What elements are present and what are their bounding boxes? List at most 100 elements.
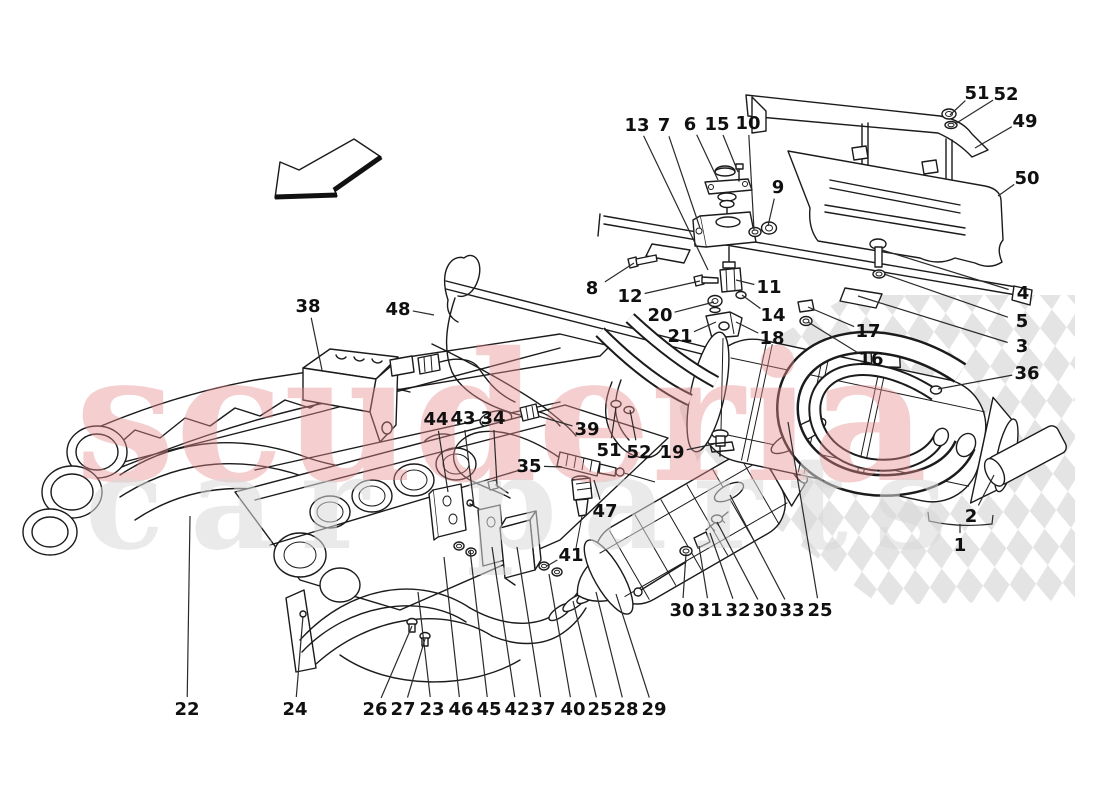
part-label-24: 24 — [282, 699, 307, 720]
part-label-14: 14 — [760, 305, 785, 326]
part-label-40: 40 — [560, 699, 585, 720]
leader-line-26 — [380, 625, 413, 699]
leader-line-51 — [949, 100, 966, 116]
part-label-43: 43 — [450, 408, 475, 429]
leader-line-46 — [443, 556, 460, 698]
leader-line-41 — [546, 559, 558, 567]
leader-line-20 — [674, 301, 715, 313]
part-label-48: 48 — [385, 299, 410, 320]
sensor-34 — [487, 479, 509, 494]
part-label-30: 30 — [669, 600, 694, 621]
part-label-30: 30 — [752, 600, 777, 621]
coil-bracket — [302, 348, 516, 443]
part-label-8: 8 — [586, 278, 599, 299]
part-label-22: 22 — [174, 699, 199, 720]
leader-line-18 — [735, 321, 759, 334]
leader-line-38 — [310, 317, 323, 371]
leader-line-12 — [644, 280, 701, 295]
leader-line-5 — [883, 273, 1008, 318]
part-label-7: 7 — [658, 115, 671, 136]
leader-line-22 — [186, 515, 191, 698]
nut-36 — [929, 385, 943, 395]
watermark-brand: scuderia — [75, 313, 927, 522]
part-label-49: 49 — [1012, 111, 1037, 132]
leader-line-6 — [696, 134, 719, 181]
part-label-32: 32 — [725, 600, 750, 621]
leader-line-13 — [643, 135, 709, 271]
part-label-31: 31 — [697, 600, 722, 621]
leader-line-21 — [693, 321, 717, 333]
heat-shield-lower — [787, 145, 1004, 279]
lambda-sensor-47 — [571, 475, 593, 549]
part-label-33: 33 — [779, 600, 804, 621]
part-label-37: 37 — [530, 699, 555, 720]
leader-line-30 — [682, 553, 687, 599]
part-label-3: 3 — [1016, 336, 1029, 357]
leader-line-45 — [469, 549, 488, 698]
part-label-4: 4 — [1017, 283, 1030, 304]
leader-line-31 — [698, 545, 709, 599]
part-label-12: 12 — [617, 286, 642, 307]
leader-line-25 — [787, 421, 819, 599]
spring-bolt-hardware — [633, 511, 729, 597]
front-pipes — [595, 313, 720, 406]
tailpipes — [776, 330, 977, 497]
leader-line-16 — [807, 321, 859, 354]
leader-line-2 — [977, 474, 995, 506]
hanger-rod — [709, 337, 735, 457]
leader-line-14 — [741, 294, 761, 309]
leader-line-52 — [629, 409, 637, 441]
part-label-39: 39 — [574, 419, 599, 440]
part-label-18: 18 — [759, 328, 784, 349]
leader-line-24 — [295, 615, 304, 698]
hanger-fitting-cluster — [693, 267, 747, 339]
leader-line-52 — [954, 99, 994, 125]
part-label-13: 13 — [624, 115, 649, 136]
leader-line-34 — [493, 429, 498, 485]
leader-line-36 — [937, 374, 1013, 390]
leader-line-37 — [516, 546, 542, 698]
leader-line-9 — [767, 198, 775, 227]
part-label-52: 52 — [626, 442, 651, 463]
leader-line-4 — [881, 249, 1009, 291]
part-label-28: 28 — [613, 699, 638, 720]
leader-line-40 — [548, 573, 571, 698]
leader-line-47 — [593, 479, 601, 500]
hanger-strap — [605, 379, 663, 459]
part-label-44: 44 — [423, 409, 448, 430]
flexible-support-mount — [692, 163, 778, 269]
leader-line-23 — [417, 591, 431, 698]
part-label-25: 25 — [587, 699, 612, 720]
leader-line-25 — [572, 600, 597, 698]
leader-line-19 — [686, 443, 715, 451]
leader-line-8 — [604, 262, 635, 283]
leader-line-39 — [537, 415, 573, 427]
leader-line-44 — [437, 430, 449, 493]
part-label-23: 23 — [419, 699, 444, 720]
watermark-sub: car parts — [85, 426, 973, 579]
part-label-1: 1 — [954, 535, 967, 556]
leader-line-7 — [668, 136, 701, 229]
leader-line-17 — [807, 306, 855, 328]
part-label-16: 16 — [858, 349, 883, 370]
leader-line-10 — [748, 134, 755, 231]
leader-line-27 — [406, 638, 426, 698]
part-label-34: 34 — [480, 408, 505, 429]
part-label-51: 51 — [596, 440, 621, 461]
part-label-41: 41 — [558, 545, 583, 566]
part-label-52: 52 — [993, 84, 1018, 105]
part-label-51: 51 — [964, 83, 989, 104]
part-label-19: 19 — [659, 442, 684, 463]
part-label-11: 11 — [756, 277, 781, 298]
leader-line-28 — [595, 591, 623, 698]
mounting-plate-44 — [428, 483, 484, 541]
part-label-50: 50 — [1014, 168, 1039, 189]
leader-line-3 — [857, 295, 1008, 344]
part-label-9: 9 — [772, 177, 785, 198]
part-label-26: 26 — [362, 699, 387, 720]
part-label-17: 17 — [855, 321, 880, 342]
cable-conduit — [445, 297, 521, 416]
